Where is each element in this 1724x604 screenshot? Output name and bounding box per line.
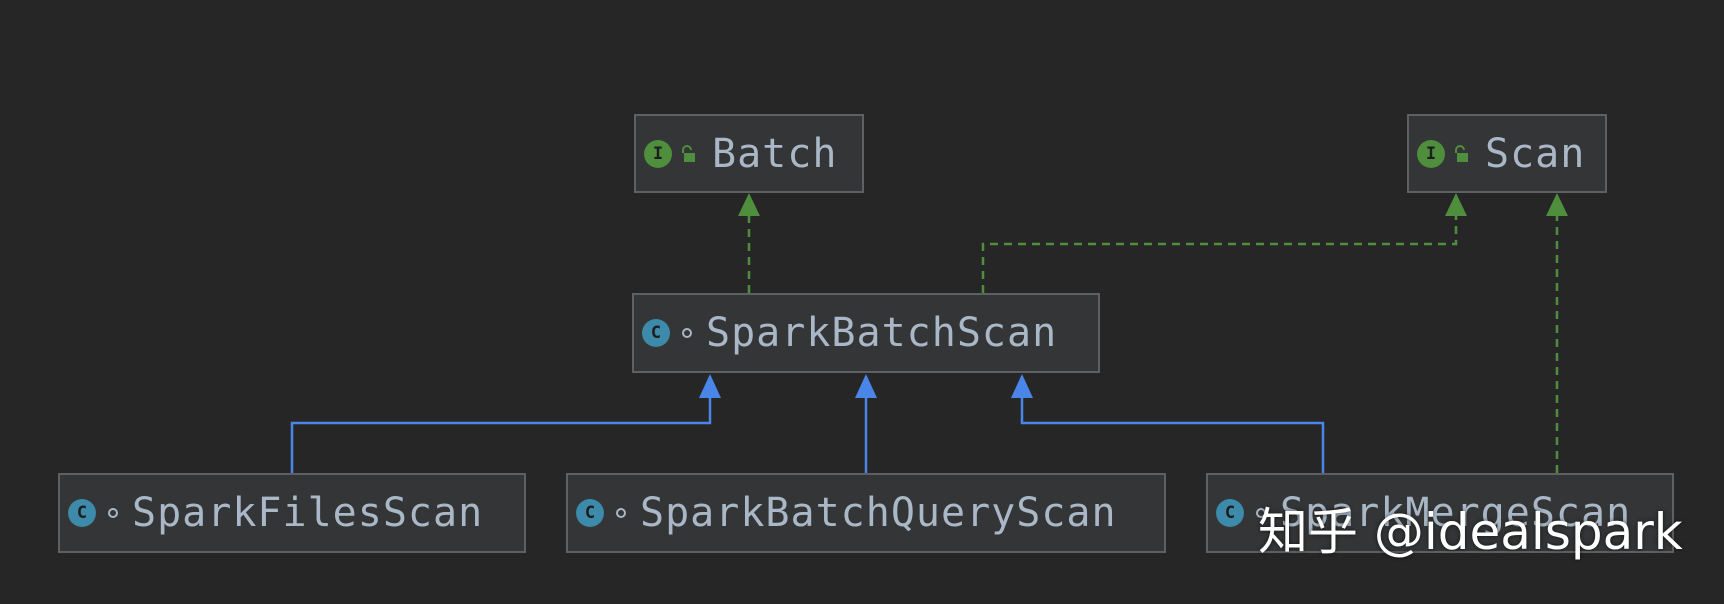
arrowhead-sbs-right [1011, 374, 1033, 398]
package-private-dot-icon [616, 508, 626, 518]
class-icon: C [576, 499, 604, 527]
node-label: SparkBatchScan [706, 310, 1058, 356]
class-icon: C [642, 319, 670, 347]
package-private-dot-icon [1256, 508, 1266, 518]
node-label: Scan [1485, 130, 1586, 177]
interface-icon: I [644, 139, 672, 168]
arrowhead-scan-right [1546, 193, 1568, 216]
extends-edges [290, 396, 1325, 473]
edge-sparkfilesscan-extends-sparkbatchscan [290, 396, 712, 473]
class-icon: C [1216, 499, 1244, 527]
arrowhead-sbs-center [855, 374, 877, 398]
watermark: 知乎 @idealspark [1258, 503, 1683, 561]
edge-sparkmergescan-extends-sparkbatchscan [1020, 396, 1325, 473]
arrowhead-sbs-left [699, 374, 721, 398]
node-label: SparkFilesScan [132, 490, 484, 536]
open-lock-icon [682, 144, 695, 162]
node-label: SparkBatchQueryScan [640, 490, 1117, 536]
implements-edges [747, 214, 1559, 473]
node-sparkbatchqueryscan[interactable]: C SparkBatchQueryScan [566, 473, 1166, 553]
arrowhead-batch [738, 193, 760, 216]
package-private-dot-icon [108, 508, 118, 518]
arrowhead-scan-left [1445, 193, 1467, 216]
node-batch[interactable]: I Batch [634, 114, 864, 193]
class-icon: C [68, 499, 96, 527]
node-label: Batch [712, 130, 838, 177]
extends-arrowheads [699, 374, 1033, 398]
node-sparkmergescan[interactable]: C SparkMergeScan [1206, 473, 1674, 553]
edge-sparkbatchscan-implements-scan [981, 214, 1458, 293]
node-label: SparkMergeScan [1280, 490, 1632, 536]
open-lock-icon [1455, 144, 1468, 162]
package-private-dot-icon [682, 328, 692, 338]
node-sparkbatchscan[interactable]: C SparkBatchScan [632, 293, 1100, 373]
node-sparkfilesscan[interactable]: C SparkFilesScan [58, 473, 526, 553]
node-scan[interactable]: I Scan [1407, 114, 1607, 193]
implements-arrowheads [738, 193, 1568, 216]
interface-icon: I [1417, 139, 1445, 168]
